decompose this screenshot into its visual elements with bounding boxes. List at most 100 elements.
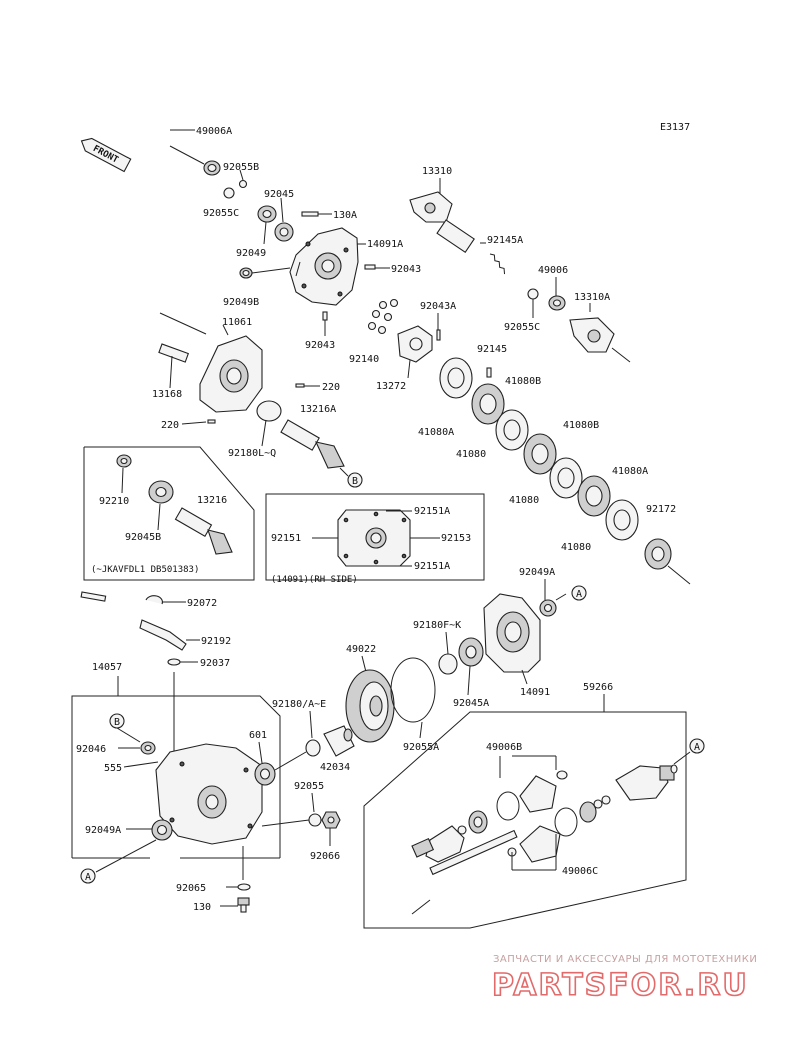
pin-92043A-part (436, 329, 441, 341)
label-92049: 92049 (236, 248, 266, 259)
seal-92046-part (140, 741, 156, 755)
shim-92180LQ-part (256, 400, 282, 422)
housing-11061-part (199, 335, 263, 413)
cage-right-part (579, 801, 597, 823)
svg-text:A: A (576, 589, 582, 600)
bolt-130-part (237, 897, 250, 913)
steel-plate-41080-1 (495, 409, 529, 451)
label-92043A: 92043A (420, 301, 456, 312)
washers-92140-part (367, 298, 399, 335)
label-92145A: 92145A (487, 235, 523, 246)
label-49006C: 49006C (562, 866, 598, 877)
label-92045: 92045 (264, 189, 294, 200)
plug-92066-part (321, 811, 341, 829)
clip-right2-part (601, 795, 611, 805)
ref-a-marker-right-low: A (689, 738, 705, 754)
label-555: 555 (104, 763, 122, 774)
bearing-49006A-part (203, 160, 221, 176)
shim-92180AE-part (305, 739, 321, 757)
ref-b-marker-left: B (109, 713, 125, 729)
watermark-tagline: ЗАПЧАСТИ И АКСЕССУАРЫ ДЛЯ МОТОТЕХНИКИ (493, 954, 757, 965)
label-41080-1: 41080 (456, 449, 486, 460)
label-92172: 92172 (646, 504, 676, 515)
cage-part (468, 810, 488, 834)
label-14091A: 14091A (367, 239, 403, 250)
label-92055B: 92055B (223, 162, 259, 173)
shaft-13168-part (158, 343, 190, 363)
label-130A: 130A (333, 210, 357, 221)
boot-left-part (519, 825, 561, 863)
cover-14091-rh-part (337, 509, 411, 567)
label-92043-right: 92043 (391, 264, 421, 275)
label-92072: 92072 (187, 598, 217, 609)
label-41080A-1: 41080A (418, 427, 454, 438)
label-92046: 92046 (76, 744, 106, 755)
clip-92072-part (145, 595, 163, 605)
bearing-92045-part (274, 222, 294, 242)
front-arrow-icon: FRONT (80, 137, 132, 173)
label-13216A: 13216A (300, 404, 336, 415)
boot-right-part (519, 770, 568, 813)
bearing-601-part (254, 762, 276, 786)
label-49006A: 49006A (196, 126, 232, 137)
label-41080-2: 41080 (509, 495, 539, 506)
front-case-14091A-part (289, 227, 359, 306)
label-41080B-2: 41080B (563, 420, 599, 431)
oring-92055C-mid-part (527, 288, 539, 300)
steel-plate-41080A-1 (439, 357, 473, 399)
case-14057-part (155, 743, 263, 845)
svg-text:B: B (114, 717, 120, 728)
watermark-brand: PARTSFOR.RU (492, 968, 749, 1003)
bolt-130A-part (301, 211, 319, 217)
label-92055: 92055 (294, 781, 324, 792)
label-92153: 92153 (441, 533, 471, 544)
label-220-left: 220 (161, 420, 179, 431)
svg-text:A: A (694, 742, 700, 753)
oring-92055C-top-part (223, 187, 235, 199)
inset-right-box (265, 493, 485, 581)
clip-left-part (457, 825, 467, 835)
bearing-49006-part (548, 295, 566, 311)
label-92049A-low: 92049A (85, 825, 121, 836)
friction-plate-41080B-1 (471, 383, 505, 425)
axle-box-59266 (363, 711, 687, 929)
seal-92172-part (644, 538, 672, 570)
label-92045A: 92045A (453, 698, 489, 709)
label-92066: 92066 (310, 851, 340, 862)
ref-a-marker-left: A (80, 868, 96, 884)
steel-plate-41080A-2 (605, 499, 639, 541)
label-59266: 59266 (583, 682, 613, 693)
right-case-14091-part (483, 593, 541, 673)
figure-code: E3137 (660, 122, 690, 133)
bolt-220-left-part (207, 419, 216, 424)
label-13310A: 13310A (574, 292, 610, 303)
inset-right-note: (14091)(RH SIDE) (271, 575, 358, 585)
seal-92210-part (116, 454, 132, 468)
yoke-13310A-part (569, 317, 615, 353)
collar-42034-part (323, 725, 355, 757)
svg-text:A: A (85, 872, 91, 883)
ring-right-part (554, 807, 578, 837)
seal-92049-part (257, 205, 277, 223)
label-92043-bottom: 92043 (305, 340, 335, 351)
pin-92192-part (80, 591, 187, 651)
pinion-13216-part (174, 507, 233, 555)
clip-92037-part (167, 658, 181, 666)
label-49006: 49006 (538, 265, 568, 276)
ring-gear-49022-part (345, 669, 395, 743)
inset-left-box (83, 446, 255, 581)
oring-92055B-part (238, 179, 248, 189)
label-130: 130 (193, 902, 211, 913)
cv-joint-inner-left-part (411, 825, 465, 863)
plate-13272-part (397, 325, 433, 363)
label-92065: 92065 (176, 883, 206, 894)
oring-92055A-part (390, 657, 436, 723)
label-14057: 14057 (92, 662, 122, 673)
inset-left-note: (~JKAVFDL1 DB501383) (91, 565, 199, 575)
yoke-13310-part (409, 191, 475, 254)
label-92055A: 92055A (403, 742, 439, 753)
label-92180LQ: 92180L~Q (228, 448, 276, 459)
label-92192: 92192 (201, 636, 231, 647)
seal-92049B-part (239, 267, 253, 279)
